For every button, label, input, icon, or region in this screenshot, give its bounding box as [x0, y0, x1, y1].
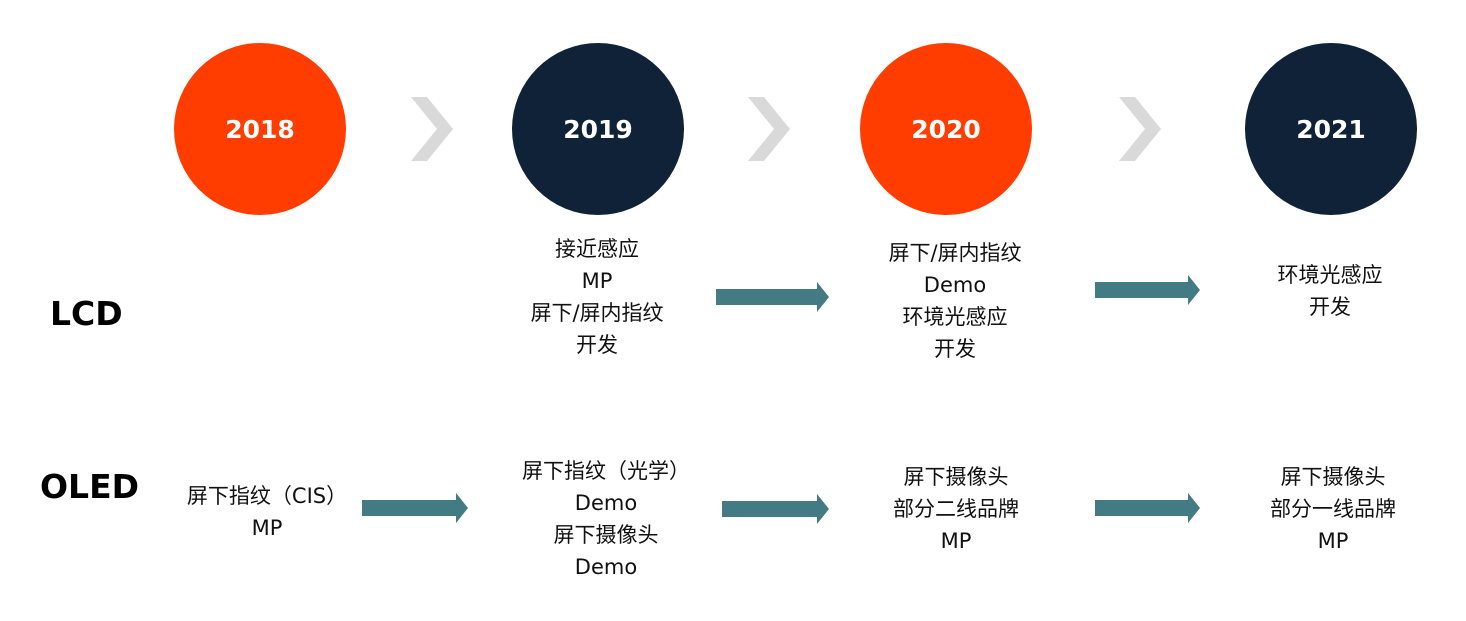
- row-label-oled: OLED: [40, 467, 140, 506]
- lcd-block-2021: 环境光感应 开发: [1230, 259, 1430, 323]
- text-line: Demo: [574, 555, 638, 579]
- year-label: 2020: [911, 114, 981, 144]
- arrow-right-icon: [722, 494, 829, 524]
- oled-block-2020: 屏下摄像头 部分二线品牌 MP: [856, 461, 1056, 557]
- row-label-lcd: LCD: [50, 294, 123, 333]
- year-circle-2019: 2019: [512, 43, 684, 215]
- arrow-right-icon: [1095, 275, 1200, 305]
- oled-block-2018: 屏下指纹（CIS） MP: [162, 480, 372, 544]
- oled-block-2019: 屏下指纹（光学） Demo 屏下摄像头 Demo: [496, 455, 716, 583]
- year-circle-2018: 2018: [174, 43, 346, 215]
- text-line: 屏下/屏内指纹: [888, 241, 1022, 265]
- text-line: 屏下摄像头: [553, 523, 659, 547]
- arrow-right-icon: [362, 493, 468, 523]
- text-line: 部分二线品牌: [893, 497, 1019, 521]
- text-line: MP: [1317, 529, 1349, 553]
- text-line: MP: [251, 516, 283, 540]
- year-label: 2019: [563, 114, 633, 144]
- lcd-block-2019: 接近感应 MP 屏下/屏内指纹 开发: [497, 233, 697, 361]
- text-line: 部分一线品牌: [1270, 497, 1396, 521]
- chevron-right-icon: [748, 97, 790, 161]
- text-line: 环境光感应: [1277, 263, 1383, 287]
- text-line: 屏下指纹（CIS）: [186, 484, 348, 508]
- text-line: 开发: [1309, 295, 1351, 319]
- year-circle-2020: 2020: [860, 43, 1032, 215]
- text-line: 屏下摄像头: [903, 465, 1009, 489]
- text-line: 接近感应: [555, 237, 639, 261]
- lcd-block-2020: 屏下/屏内指纹 Demo 环境光感应 开发: [855, 237, 1055, 365]
- arrow-right-icon: [716, 282, 829, 312]
- text-line: 屏下摄像头: [1280, 465, 1386, 489]
- year-label: 2018: [225, 114, 295, 144]
- year-label: 2021: [1296, 114, 1366, 144]
- chevron-right-icon: [411, 97, 453, 161]
- text-line: MP: [581, 269, 613, 293]
- year-circle-2021: 2021: [1245, 43, 1417, 215]
- text-line: 屏下指纹（光学）: [522, 459, 690, 483]
- text-line: Demo: [574, 491, 638, 515]
- chevron-right-icon: [1119, 97, 1161, 161]
- text-line: 开发: [934, 337, 976, 361]
- text-line: 开发: [576, 333, 618, 357]
- text-line: MP: [940, 529, 972, 553]
- arrow-right-icon: [1095, 493, 1200, 523]
- text-line: Demo: [923, 273, 987, 297]
- text-line: 环境光感应: [902, 305, 1008, 329]
- oled-block-2021: 屏下摄像头 部分一线品牌 MP: [1233, 461, 1433, 557]
- text-line: 屏下/屏内指纹: [530, 301, 664, 325]
